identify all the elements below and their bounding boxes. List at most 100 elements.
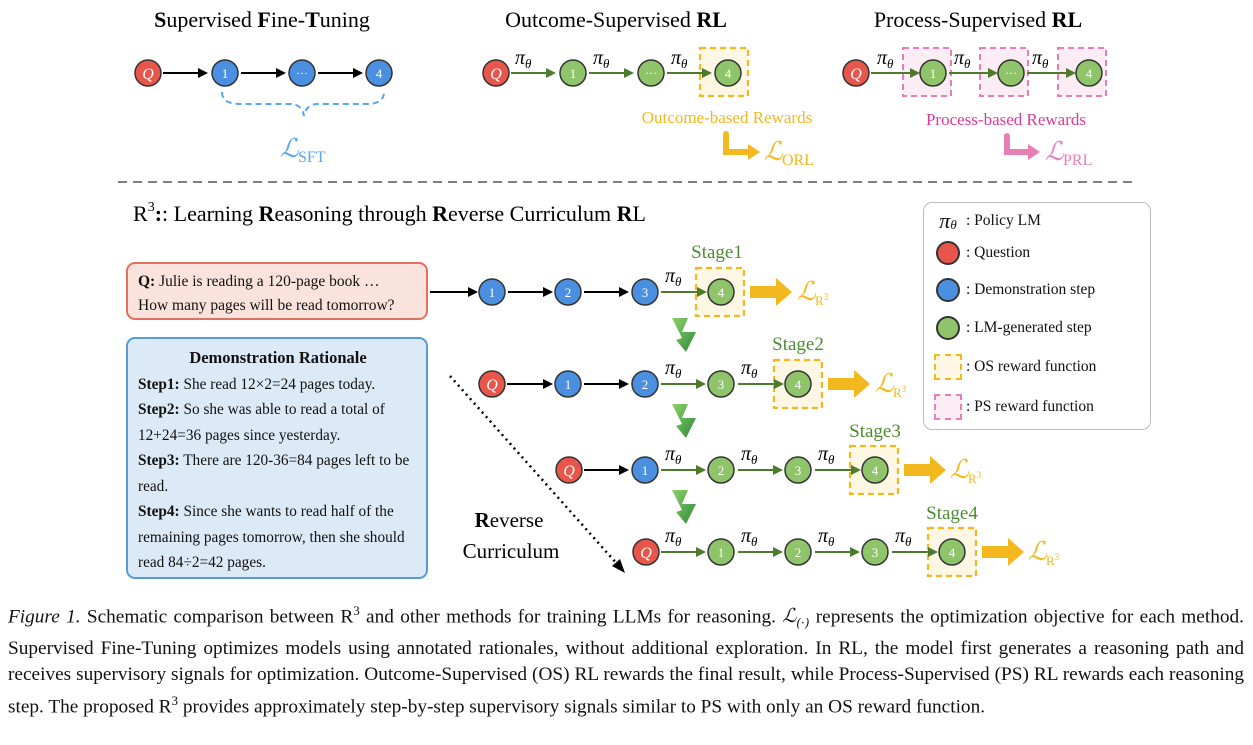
stage3-row: Stage3 πθ πθ πθ Q 1 2 3 4 ℒ R3 xyxy=(555,421,982,496)
svg-text:R3: R3 xyxy=(1046,552,1060,568)
svg-text:4: 4 xyxy=(718,285,725,300)
svg-text:πθ: πθ xyxy=(665,525,682,549)
loss-r3: ℒ xyxy=(875,369,895,399)
figure-canvas: Supervised Fine-Tuning Outcome-Supervise… xyxy=(118,7,1133,578)
stage2-label: Stage2 xyxy=(772,334,824,355)
svg-text:πθ: πθ xyxy=(741,525,758,549)
lm-step-node xyxy=(784,456,812,484)
figure-caption: Figure 1. Schematic comparison between R… xyxy=(8,603,1244,718)
ps-rl-title: Process-Supervised RL xyxy=(874,7,1082,32)
svg-text:2: 2 xyxy=(642,377,649,392)
svg-text:Q: Q xyxy=(490,66,502,83)
svg-text:1: 1 xyxy=(570,66,577,81)
stage2-row: Stage2 πθ πθ Q 1 2 3 4 ℒ R3 xyxy=(478,334,907,410)
svg-text:πθ: πθ xyxy=(895,525,912,549)
svg-text:R3: R3 xyxy=(893,384,907,400)
svg-text:SFT: SFT xyxy=(298,149,326,166)
svg-text:πθ: πθ xyxy=(818,525,835,549)
os-chain: πθ πθ πθ Q 1 ··· 4 Outcome-based Rewards… xyxy=(482,46,814,169)
svg-text:πθ: πθ xyxy=(515,47,532,71)
demo-step-node xyxy=(631,278,659,306)
r3-title: R3:: Learning Reasoning through Reverse … xyxy=(133,200,646,226)
demonstration-title: Demonstration Rationale xyxy=(189,348,367,367)
svg-text:Q: Q xyxy=(142,66,154,83)
svg-text:πθ: πθ xyxy=(877,47,894,71)
lm-step-node xyxy=(784,538,812,566)
lm-step-node xyxy=(707,456,735,484)
question-node xyxy=(478,370,506,398)
lm-step-node xyxy=(707,278,735,306)
demo-step-node xyxy=(631,370,659,398)
svg-text:1: 1 xyxy=(718,545,725,560)
loss-sft: ℒ xyxy=(280,134,300,164)
svg-text:4: 4 xyxy=(949,545,956,560)
demo-step-3: Step3: There are 120-36=84 pages left to… xyxy=(138,452,410,495)
demo-step-4: Step4: Since she wants to read half of t… xyxy=(138,503,405,571)
svg-text:R3: R3 xyxy=(968,470,982,486)
legend-lm-step: : LM-generated step xyxy=(932,314,1092,342)
os-rl-title: Outcome-Supervised RL xyxy=(505,7,727,32)
svg-text:1: 1 xyxy=(565,377,572,392)
question-node xyxy=(482,59,510,87)
sft-title: Supervised Fine-Tuning xyxy=(154,7,370,32)
lm-step-node xyxy=(861,538,889,566)
demo-step-node xyxy=(211,59,239,87)
lm-step-node xyxy=(997,59,1025,87)
svg-text:Q: Q xyxy=(486,377,498,394)
legend-demo-step: : Demonstration step xyxy=(932,276,1095,304)
svg-text:πθ: πθ xyxy=(741,357,758,381)
lm-step-node xyxy=(938,538,966,566)
lm-step-node xyxy=(714,59,742,87)
svg-text:4: 4 xyxy=(872,463,879,478)
svg-text:4: 4 xyxy=(1086,66,1093,81)
loss-r3: ℒ xyxy=(797,277,817,307)
svg-text:πθ: πθ xyxy=(671,47,688,71)
prl-arrow xyxy=(1004,133,1035,155)
svg-text:πθ: πθ xyxy=(818,443,835,467)
legend-question: : Question xyxy=(932,239,1030,267)
stage4-label: Stage4 xyxy=(926,503,978,524)
question-node xyxy=(134,59,162,87)
svg-text:Curriculum: Curriculum xyxy=(463,539,560,563)
demonstration-rationale-box: Demonstration Rationale Step1: She read … xyxy=(126,337,428,579)
svg-text:3: 3 xyxy=(872,545,879,560)
question-box: Q: Julie is reading a 120-page book … Ho… xyxy=(126,262,428,320)
svg-text:1: 1 xyxy=(489,285,496,300)
svg-text:πθ: πθ xyxy=(665,265,682,289)
stage1-row: Stage1 πθ 1 2 3 4 ℒ R3 xyxy=(430,242,829,318)
lm-step-node xyxy=(707,370,735,398)
reverse-curriculum: Reverse Curriculum xyxy=(449,375,625,573)
svg-text:3: 3 xyxy=(718,377,725,392)
ps-chain: πθ πθ πθ Q 1 ··· 4 Process-based Rewards… xyxy=(842,47,1107,169)
svg-text:···: ··· xyxy=(296,66,308,80)
svg-text:PRL: PRL xyxy=(1063,152,1092,169)
svg-text:πθ: πθ xyxy=(593,47,610,71)
svg-text:Q: Q xyxy=(563,463,575,480)
demo-step-node xyxy=(554,370,582,398)
sft-chain: Q 1 ··· 4 ℒ SFT xyxy=(134,59,393,166)
svg-text:πθ: πθ xyxy=(954,47,971,71)
svg-text:πθ: πθ xyxy=(665,357,682,381)
orl-arrow xyxy=(723,131,755,155)
demo-step-1: Step1: She read 12×2=24 pages today. xyxy=(138,375,376,393)
stage4-row: Stage4 πθ πθ πθ πθ Q 1 2 3 4 ℒ R3 xyxy=(632,503,1060,578)
loss-orl: ℒ xyxy=(764,137,784,167)
svg-text:2: 2 xyxy=(565,285,572,300)
lm-step-node xyxy=(861,456,889,484)
svg-text:4: 4 xyxy=(725,66,732,81)
loss-r3: ℒ xyxy=(950,455,970,485)
svg-text:πθ: πθ xyxy=(741,443,758,467)
demo-step-node xyxy=(288,59,316,87)
svg-text:1: 1 xyxy=(222,66,229,81)
lm-step-node xyxy=(919,59,947,87)
lm-step-node xyxy=(1075,59,1103,87)
stage-transition-arrows xyxy=(672,318,696,524)
question-node xyxy=(632,538,660,566)
demo-step-2: Step2: So she was able to read a total o… xyxy=(138,401,385,444)
lm-step-node xyxy=(707,538,735,566)
svg-text:πθ: πθ xyxy=(1032,47,1049,71)
stage1-label: Stage1 xyxy=(691,242,743,263)
stage3-label: Stage3 xyxy=(849,421,901,442)
